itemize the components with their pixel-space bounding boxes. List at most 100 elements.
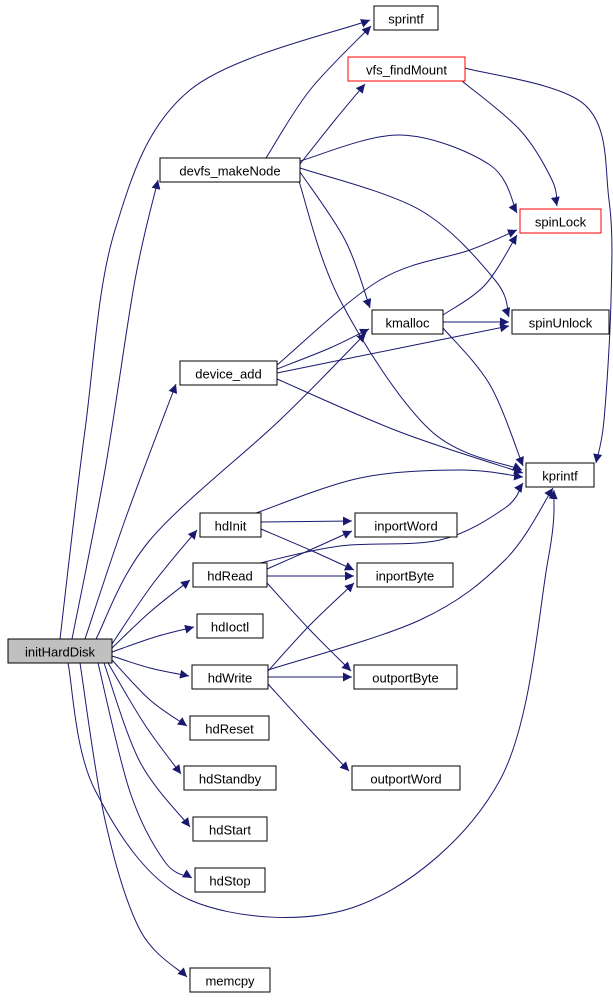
node-box[interactable] — [189, 715, 270, 741]
edge-initHardDisk-memcpy — [79, 662, 188, 978]
node-devfs_makeNode[interactable]: devfs_makeNode — [159, 157, 301, 183]
node-inportWord[interactable]: inportWord — [354, 512, 458, 538]
node-box[interactable] — [373, 5, 439, 31]
node-box[interactable] — [356, 562, 454, 588]
edge-hdInit-inportWord — [260, 516, 353, 526]
node-hdStop[interactable]: hdStop — [194, 867, 266, 893]
node-label: spinUnlock — [529, 316, 593, 331]
node-memcpy[interactable]: memcpy — [189, 967, 271, 993]
edge-initHardDisk-hdReset — [111, 659, 188, 727]
edge-kmalloc-spinLock — [442, 234, 518, 316]
node-spinLock[interactable]: spinLock — [519, 208, 602, 234]
edge-initHardDisk-hdRead — [111, 579, 191, 649]
edge-hdRead-outportByte — [266, 582, 352, 672]
node-label: memcpy — [205, 974, 255, 989]
node-label: kmalloc — [385, 316, 430, 331]
node-vfs_findMount[interactable]: vfs_findMount — [347, 56, 466, 82]
node-box[interactable] — [194, 867, 266, 893]
node-box[interactable] — [351, 765, 461, 791]
edge-hdWrite-kprintf — [267, 487, 554, 671]
node-hdStart[interactable]: hdStart — [192, 816, 268, 842]
edge-device_add-kprintf — [276, 378, 524, 475]
node-box[interactable] — [371, 309, 444, 335]
node-label: sprintf — [388, 12, 424, 27]
node-inportByte[interactable]: inportByte — [356, 562, 454, 588]
edge-devfs_makeNode-spinUnlock — [299, 167, 511, 318]
edge-kmalloc-kprintf — [442, 327, 524, 467]
node-box[interactable] — [347, 56, 466, 82]
edge-devfs_makeNode-spinLock — [299, 134, 518, 214]
edge-initHardDisk-hdIoctl — [111, 624, 195, 653]
node-label: hdIoctl — [211, 620, 249, 635]
node-label: hdReset — [205, 722, 254, 737]
node-label: hdInit — [215, 519, 247, 534]
node-device_add[interactable]: device_add — [179, 360, 278, 386]
node-box[interactable] — [159, 157, 301, 183]
node-hdRead[interactable]: hdRead — [192, 562, 268, 588]
node-label: vfs_findMount — [366, 63, 447, 78]
node-box[interactable] — [525, 462, 595, 488]
edge-vfs_findMount-kprintf — [464, 67, 613, 464]
node-label: initHardDisk — [25, 645, 96, 660]
edge-hdInit-kprintf — [255, 469, 524, 514]
edge-initHardDisk-devfs_makeNode — [71, 179, 161, 640]
node-label: hdStop — [209, 874, 250, 889]
edge-devfs_makeNode-sprintf — [265, 25, 372, 159]
node-label: hdStandby — [199, 772, 262, 787]
edge-hdWrite-outportWord — [267, 683, 350, 772]
node-label: inportWord — [374, 519, 437, 534]
edge-hdRead-kprintf — [259, 482, 524, 564]
node-box[interactable] — [511, 309, 610, 335]
node-box[interactable] — [192, 816, 268, 842]
node-label: device_add — [195, 367, 262, 382]
node-label: hdWrite — [208, 671, 253, 686]
node-hdWrite[interactable]: hdWrite — [191, 664, 269, 690]
node-box[interactable] — [354, 512, 458, 538]
node-label: kprintf — [542, 469, 578, 484]
node-box[interactable] — [189, 967, 271, 993]
node-hdStandby[interactable]: hdStandby — [183, 765, 277, 791]
nodes-layer: sprintf vfs_findMount devfs_makeNode spinLo… — [7, 5, 610, 993]
edges-layer — [59, 19, 613, 978]
edge-devfs_makeNode-kprintf — [297, 177, 523, 471]
node-box[interactable] — [179, 360, 278, 386]
edge-initHardDisk-kprintf — [67, 489, 558, 918]
node-label: spinLock — [535, 215, 587, 230]
node-box[interactable] — [196, 613, 264, 639]
edge-initHardDisk-kmalloc — [95, 332, 367, 640]
edge-initHardDisk-hdWrite — [111, 655, 190, 679]
edge-initHardDisk-hdInit — [111, 529, 198, 645]
edge-initHardDisk-hdStandby — [107, 662, 182, 775]
node-box[interactable] — [519, 208, 602, 234]
node-label: hdStart — [209, 823, 251, 838]
node-hdReset[interactable]: hdReset — [189, 715, 270, 741]
node-hdIoctl[interactable]: hdIoctl — [196, 613, 264, 639]
edge-hdRead-inportWord — [266, 530, 353, 570]
edge-device_add-spinUnlock — [276, 323, 510, 374]
edge-device_add-kmalloc — [276, 328, 370, 370]
node-hdInit[interactable]: hdInit — [199, 512, 262, 538]
node-box[interactable] — [192, 562, 268, 588]
node-kmalloc[interactable]: kmalloc — [371, 309, 444, 335]
node-label: devfs_makeNode — [179, 164, 280, 179]
edge-initHardDisk-hdStart — [103, 662, 191, 828]
node-spinUnlock[interactable]: spinUnlock — [511, 309, 610, 335]
node-box — [7, 638, 113, 664]
edge-hdWrite-inportByte — [267, 582, 355, 672]
node-box[interactable] — [199, 512, 262, 538]
edge-initHardDisk-device_add — [84, 383, 178, 640]
node-sprintf[interactable]: sprintf — [373, 5, 439, 31]
node-outportWord[interactable]: outportWord — [351, 765, 461, 791]
node-box[interactable] — [191, 664, 269, 690]
node-label: outportWord — [370, 772, 441, 787]
node-initHardDisk: initHardDisk — [7, 638, 113, 664]
edge-devfs_makeNode-kmalloc — [299, 171, 372, 309]
edge-device_add-spinLock — [276, 229, 518, 366]
node-label: hdRead — [207, 569, 253, 584]
node-kprintf[interactable]: kprintf — [525, 462, 595, 488]
edge-initHardDisk-hdStop — [97, 662, 193, 879]
node-box[interactable] — [183, 765, 277, 791]
node-box[interactable] — [353, 664, 458, 690]
node-outportByte[interactable]: outportByte — [353, 664, 458, 690]
